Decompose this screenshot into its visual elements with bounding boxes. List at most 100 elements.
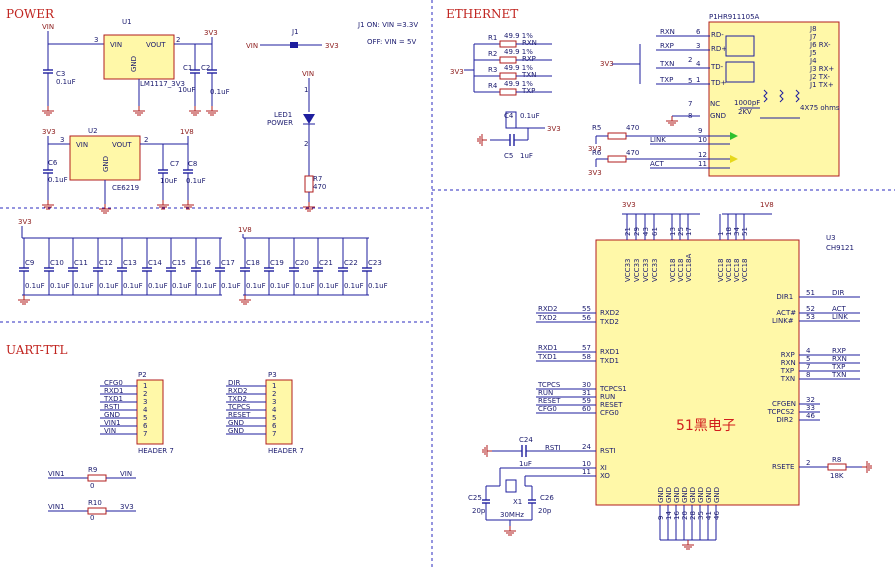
pin-label: RESET (600, 401, 623, 409)
net-label: 3V3 (120, 503, 134, 511)
pin-label: TCPCS2 (767, 408, 795, 416)
jack-pin-label: J5 (809, 49, 817, 57)
pin-label: CFG0 (600, 409, 619, 417)
pin-number: 1 (272, 382, 276, 390)
part-value: 20p (538, 507, 552, 515)
pin-number: 18 (725, 227, 733, 236)
ref-designator: C7 (170, 160, 179, 168)
part-value: 0.1uF (270, 282, 290, 290)
net-label: RXD1 (538, 344, 558, 352)
pin-number: 9 (698, 127, 702, 135)
pin-label: DIR2 (776, 416, 793, 424)
ref-designator: C25 (468, 494, 482, 502)
pin-number: 51 (741, 227, 749, 236)
net-label: 3V3 (547, 125, 561, 133)
net-label: RXN (660, 28, 675, 36)
section-title-ethernet: ETHERNET (446, 7, 518, 21)
jack-pin-label: J3 RX+ (809, 65, 834, 73)
part-value: 0.1uF (74, 282, 94, 290)
net-label: GND (228, 419, 244, 427)
part-value: 20p (472, 507, 486, 515)
net-label: RXN (832, 355, 847, 363)
part-number: HEADER 7 (138, 447, 174, 455)
net-label: VIN (246, 42, 258, 50)
part-value: 470 (313, 183, 326, 191)
pin-label: RD+ (711, 45, 727, 53)
net-label: 3V3 (622, 201, 636, 209)
ref-designator: C8 (188, 160, 197, 168)
net-label: TXP (521, 87, 535, 95)
ref-designator: C10 (50, 259, 64, 267)
pin-label: RXN (781, 359, 796, 367)
pin-number: 4 (143, 406, 148, 414)
net-label: VIN1 (48, 503, 65, 511)
ref-designator: C6 (48, 159, 58, 167)
ref-designator: C21 (319, 259, 333, 267)
part-value: 0.1uF (186, 177, 206, 185)
pin-number: 6 (696, 28, 701, 36)
net-label: TXN (521, 71, 536, 79)
pin-number: 4 (272, 406, 277, 414)
pin-label: RXD1 (600, 348, 620, 356)
pin-number: 31 (582, 389, 591, 397)
pin-number: 11 (582, 468, 591, 476)
net-label: ACT (650, 160, 665, 168)
pin-number: 32 (806, 396, 815, 404)
pin-label: XI (600, 464, 607, 472)
net-label: TXD1 (537, 353, 557, 361)
pin-number: 10 (698, 136, 707, 144)
pin-number: 4 (806, 347, 811, 355)
pin-label: TXD1 (599, 357, 619, 365)
u1-regulator (103, 34, 175, 80)
pin-number: 2 (176, 36, 180, 44)
resistor-r7 (304, 175, 314, 193)
pin-number: 12 (698, 151, 707, 159)
pin-number: 3 (94, 36, 98, 44)
pin-label: RSTI (600, 447, 616, 455)
pin-number: 25 (677, 227, 685, 236)
net-label: DIR (228, 379, 240, 387)
part-value: 470 (626, 149, 639, 157)
jack-pin-label: J6 RX- (809, 41, 831, 49)
pin-number: 58 (582, 353, 591, 361)
net-label: GND (104, 411, 120, 419)
pin-number: 51 (806, 289, 815, 297)
ref-designator: J1 (291, 28, 299, 36)
net-label: RXP (660, 42, 674, 50)
pin-number: 2 (688, 56, 692, 64)
pin-number: 10 (582, 460, 591, 468)
net-label: RXP (522, 55, 536, 63)
ref-designator: C17 (221, 259, 235, 267)
net-label: DIR (832, 289, 844, 297)
pin-number: 6 (143, 422, 148, 430)
pin-number: 46 (713, 511, 721, 520)
part-value: 0.1uF (56, 78, 76, 86)
net-label: 3V3 (450, 68, 464, 76)
pin-number: 9 (657, 516, 665, 520)
pin-label: NC (710, 100, 720, 108)
led-act (730, 155, 738, 163)
part-value: 18K (830, 472, 844, 480)
pin-number: 34 (733, 227, 741, 236)
part-value: 49.9 1% (504, 32, 533, 40)
rj45-jack (708, 21, 840, 177)
ref-designator: C16 (197, 259, 211, 267)
part-value: 2KV (738, 108, 752, 116)
pin-number: 57 (582, 344, 591, 352)
pin-label: TXP (780, 367, 794, 375)
net-label: TXD2 (537, 314, 557, 322)
net-label: 3V3 (18, 218, 32, 226)
net-label: RXD1 (104, 387, 124, 395)
net-label: LINK (832, 313, 848, 321)
pin-number: 1 (717, 232, 725, 236)
pin-label: VCC18 (733, 259, 741, 282)
ref-designator: U2 (88, 127, 98, 135)
note-text: OFF: VIN = 5V (367, 38, 416, 46)
pin-label: TD- (710, 63, 724, 71)
pin-number: 7 (272, 430, 276, 438)
pin-label: VOUT (112, 141, 132, 149)
part-value: 10uF (160, 177, 177, 185)
pin-label: VCC18 (717, 259, 725, 282)
